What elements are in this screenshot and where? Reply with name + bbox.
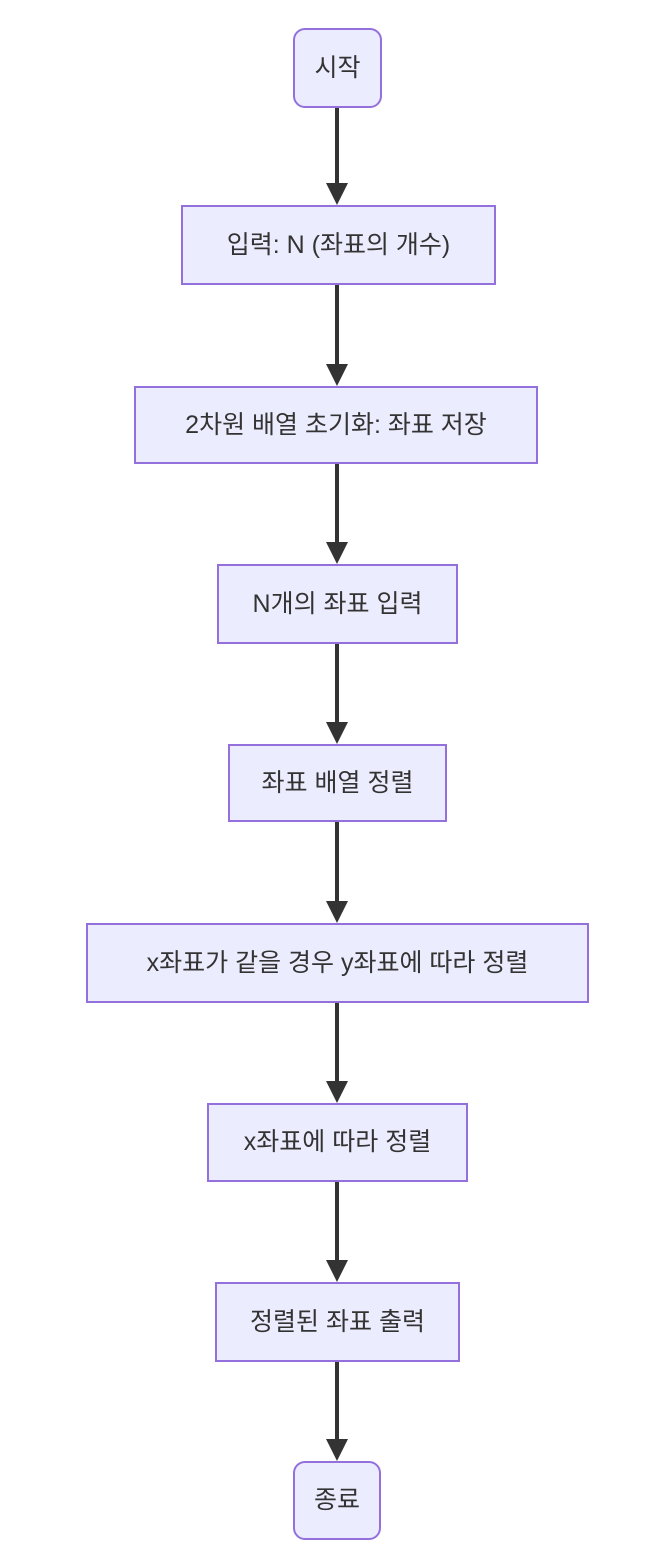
arrow-head-icon bbox=[326, 542, 348, 564]
flow-arrow bbox=[326, 1003, 348, 1103]
node-input-n: 입력: N (좌표의 개수) bbox=[181, 205, 496, 285]
node-start: 시작 bbox=[293, 28, 382, 108]
flow-arrow bbox=[326, 464, 348, 564]
arrow-head-icon bbox=[326, 901, 348, 923]
arrow-head-icon bbox=[326, 1081, 348, 1103]
arrow-line bbox=[335, 644, 339, 726]
arrow-line bbox=[335, 464, 339, 546]
node-init-array-label: 2차원 배열 초기화: 좌표 저장 bbox=[185, 410, 487, 439]
arrow-line bbox=[335, 1362, 339, 1443]
flow-arrow bbox=[326, 822, 348, 923]
node-sort-by-y: x좌표가 같을 경우 y좌표에 따라 정렬 bbox=[86, 923, 589, 1003]
arrow-line bbox=[335, 822, 339, 905]
node-input-coords-label: N개의 좌표 입력 bbox=[252, 589, 423, 618]
node-sort-by-x-label: x좌표에 따라 정렬 bbox=[243, 1128, 432, 1157]
flow-arrow bbox=[326, 285, 348, 386]
node-sort-by-y-label: x좌표가 같을 경우 y좌표에 따라 정렬 bbox=[146, 948, 529, 977]
node-sort-array: 좌표 배열 정렬 bbox=[228, 744, 447, 822]
node-output: 정렬된 좌표 출력 bbox=[215, 1282, 460, 1362]
arrow-head-icon bbox=[326, 1439, 348, 1461]
arrow-head-icon bbox=[326, 722, 348, 744]
flow-arrow bbox=[326, 1182, 348, 1282]
node-end: 종료 bbox=[293, 1461, 381, 1540]
arrow-head-icon bbox=[326, 1260, 348, 1282]
node-init-array: 2차원 배열 초기화: 좌표 저장 bbox=[134, 386, 538, 464]
arrow-line bbox=[335, 108, 339, 187]
node-input-coords: N개의 좌표 입력 bbox=[217, 564, 458, 644]
arrow-line bbox=[335, 1182, 339, 1264]
node-sort-array-label: 좌표 배열 정렬 bbox=[261, 768, 414, 797]
node-start-label: 시작 bbox=[314, 53, 361, 82]
arrow-head-icon bbox=[326, 183, 348, 205]
node-end-label: 종료 bbox=[313, 1486, 360, 1515]
arrow-head-icon bbox=[326, 364, 348, 386]
flow-arrow bbox=[326, 108, 348, 205]
arrow-line bbox=[335, 1003, 339, 1085]
node-output-label: 정렬된 좌표 출력 bbox=[250, 1307, 425, 1336]
arrow-line bbox=[335, 285, 339, 368]
node-input-n-label: 입력: N (좌표의 개수) bbox=[226, 230, 451, 259]
flow-arrow bbox=[326, 644, 348, 744]
flow-arrow bbox=[326, 1362, 348, 1461]
node-sort-by-x: x좌표에 따라 정렬 bbox=[207, 1103, 468, 1182]
